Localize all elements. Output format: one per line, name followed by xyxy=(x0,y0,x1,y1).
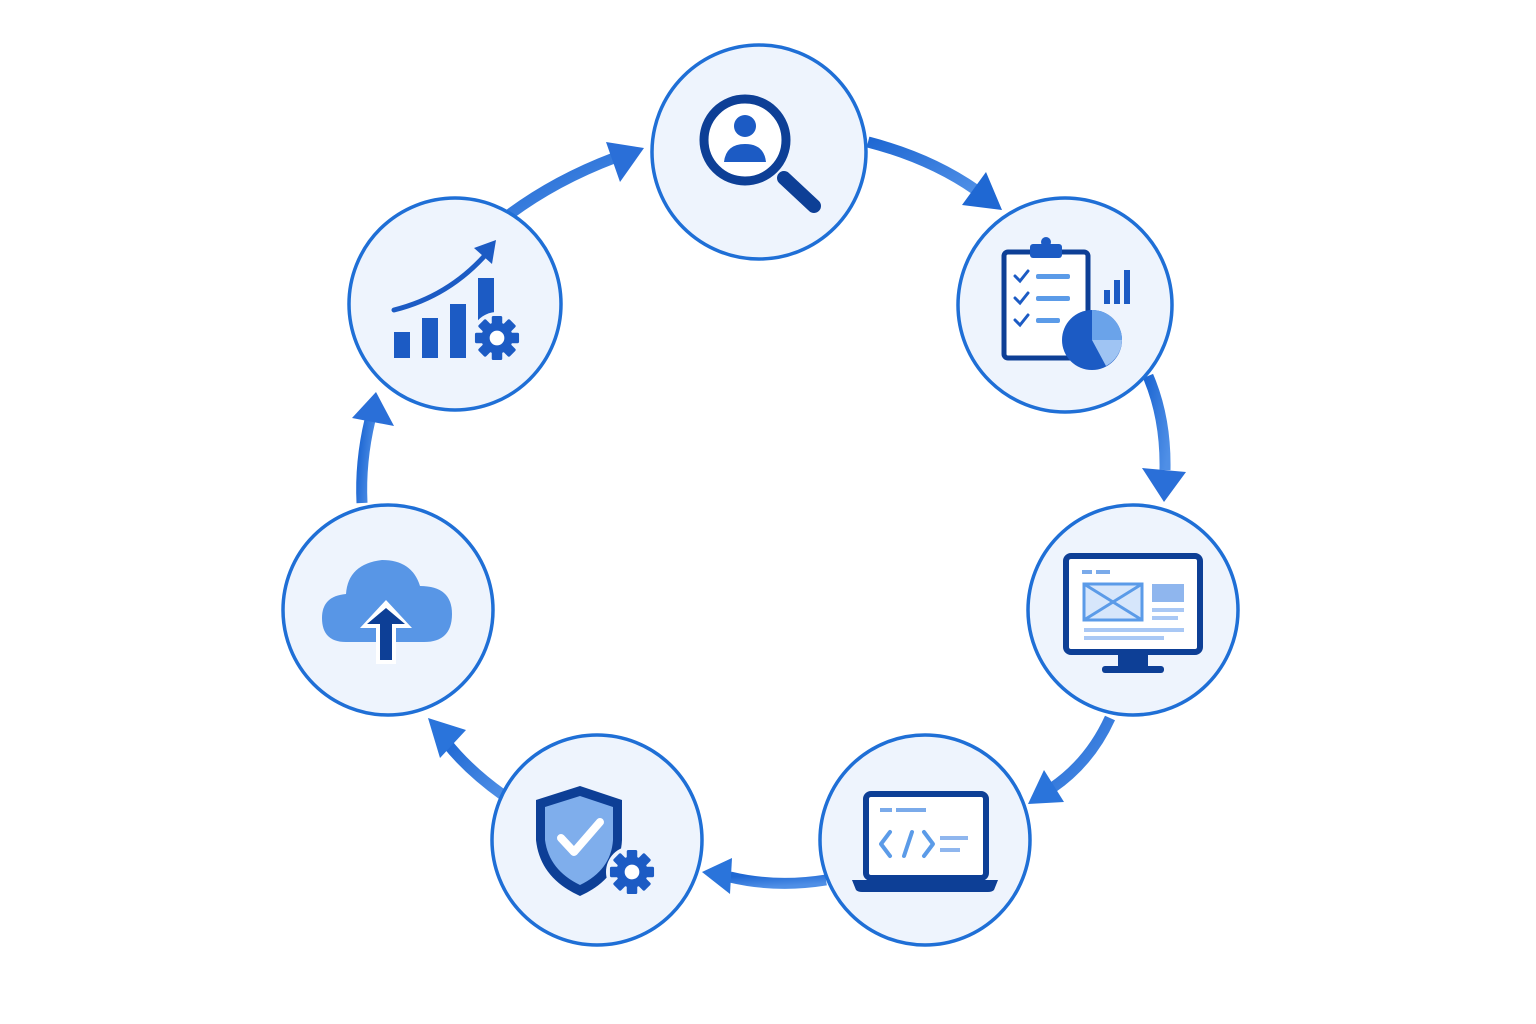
arrow-planning-to-design xyxy=(1142,373,1186,502)
step-node-growth-optimization xyxy=(347,196,563,412)
arrow-testing-to-deployment xyxy=(428,718,507,800)
step-node-testing-security xyxy=(490,733,704,947)
growth-chart-gear-icon xyxy=(391,240,523,364)
step-node-deployment xyxy=(281,503,495,717)
arrow-development-to-testing xyxy=(702,858,827,894)
step-node-design xyxy=(1026,503,1240,717)
clipboard-chart-icon xyxy=(1001,237,1130,370)
shield-check-gear-icon xyxy=(536,786,658,898)
laptop-code-icon xyxy=(852,791,998,892)
arrow-growth-to-discovery xyxy=(506,142,644,219)
arrow-discovery-to-planning xyxy=(866,136,1002,210)
arrow-deployment-to-growth xyxy=(352,392,394,504)
step-node-planning-analysis xyxy=(956,196,1174,414)
step-node-development xyxy=(818,733,1032,947)
user-search-icon xyxy=(699,94,821,213)
step-node-discovery xyxy=(650,43,868,261)
arrow-design-to-development xyxy=(1028,715,1116,804)
cloud-upload-icon xyxy=(322,560,452,664)
monitor-wireframe-icon xyxy=(1063,553,1203,673)
